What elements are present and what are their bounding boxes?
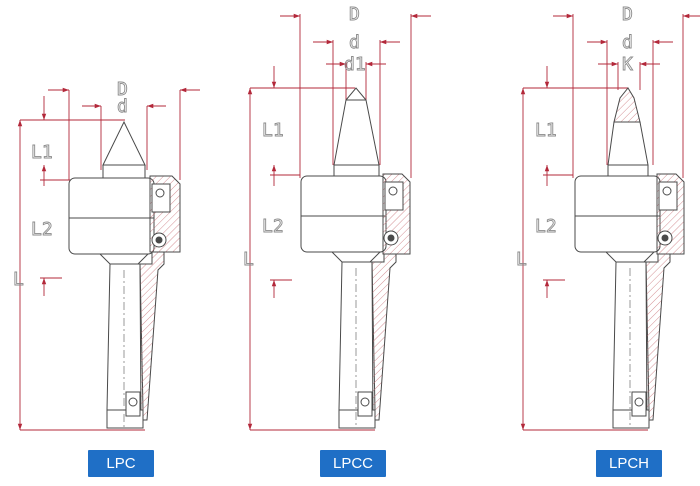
lpch-label-L: L [516,249,527,270]
lpcc-label-d: d [349,32,360,53]
lpc-part [68,120,181,429]
lpc-dimensions [17,87,200,431]
model-label-lpch: LPCH [596,450,662,477]
lpcc-dimensions [247,13,431,431]
lpch-label-D: D [622,4,633,25]
lpc-label-L: L [13,269,24,290]
lpch-label-K: K [622,54,633,75]
lpcc-label-L: L [243,249,254,270]
model-label-lpc: LPC [88,450,154,477]
lpch-drawing: D d K L1 L2 L [516,4,700,431]
lpc-label-d: d [117,96,128,117]
lpch-label-L1: L1 [535,120,557,141]
lpcc-label-D: D [349,4,360,25]
lpcc-part [300,87,411,429]
lpc-label-L1: L1 [31,142,53,163]
lpch-label-L2: L2 [535,216,557,237]
lpc-label-L2: L2 [31,219,53,240]
lpcc-label-d1: d1 [344,54,366,75]
lpcc-label-L1: L1 [262,120,284,141]
lpch-label-d: d [622,32,633,53]
lpc-drawing: D d L1 L2 L [13,79,200,431]
model-label-lpcc: LPCC [320,450,386,477]
lpc-label-D: D [117,79,128,100]
lpch-part [574,87,685,429]
lpcc-drawing: D d d1 L1 L2 L [243,4,431,431]
lpcc-label-L2: L2 [262,216,284,237]
lpch-dimensions [520,13,700,431]
